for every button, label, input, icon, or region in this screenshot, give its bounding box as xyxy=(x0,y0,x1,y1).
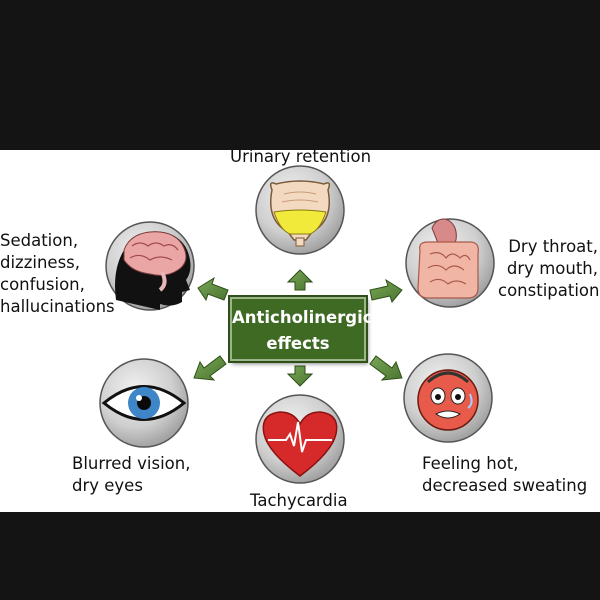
bladder-icon xyxy=(269,180,331,247)
center-title-line1: Anticholinergic xyxy=(232,308,373,327)
brain-head-icon xyxy=(115,231,191,310)
bottom-black-band xyxy=(0,512,600,600)
label-gi: Dry throat, dry mouth, constipation xyxy=(498,237,600,300)
label-cardiac: Tachycardia xyxy=(250,491,348,510)
center-box: Anticholinergic effects xyxy=(230,297,373,361)
diagram-panel: Anticholinergic effects Urinary retentio… xyxy=(0,150,600,512)
label-thermo: Feeling hot, decreased sweating xyxy=(422,454,588,495)
label-vision: Blurred vision, dry eyes xyxy=(72,454,191,495)
hot-face-icon xyxy=(417,369,479,431)
arrow-up-left xyxy=(197,276,229,302)
label-cns: Sedation, dizziness, confusion, hallucin… xyxy=(0,231,115,316)
diagram-graphics xyxy=(99,165,495,484)
top-black-band xyxy=(0,0,600,150)
label-urinary: Urinary retention xyxy=(230,150,372,166)
arrow-down-right xyxy=(369,355,403,381)
arrow-down xyxy=(286,365,314,387)
arrow-down-left xyxy=(193,355,227,381)
arrow-up-right xyxy=(369,278,403,304)
center-title-line2: effects xyxy=(266,334,330,353)
heart-ecg-icon xyxy=(262,411,338,477)
digestive-tract-icon xyxy=(417,218,479,299)
arrow-up xyxy=(286,269,314,291)
eye-icon xyxy=(101,385,187,421)
